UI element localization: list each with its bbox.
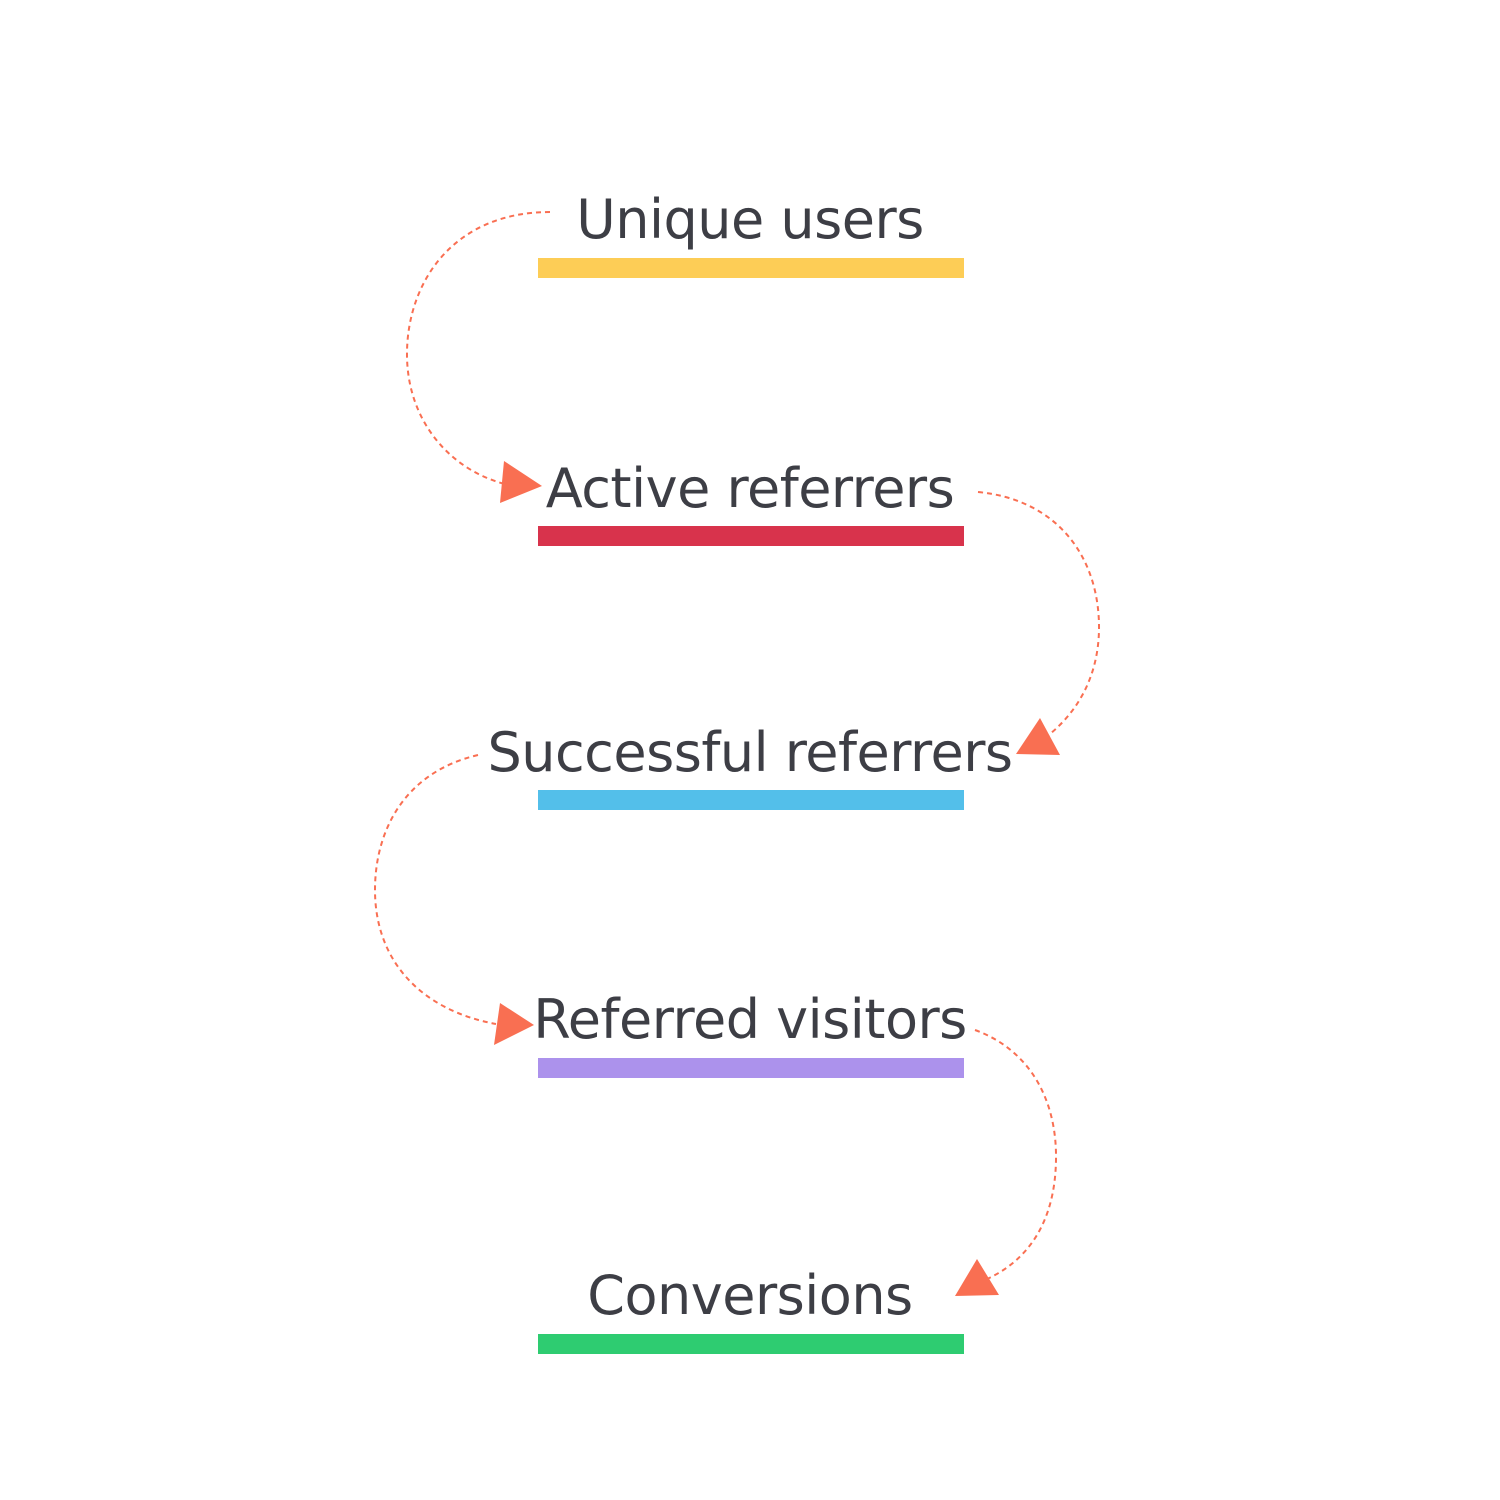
stage-bar-active-referrers	[538, 526, 964, 546]
arrowhead-2-to-3	[1016, 718, 1060, 755]
stage-bar-referred-visitors	[538, 1058, 964, 1078]
connector-3-to-4	[373, 754, 497, 1025]
stage-label-referred-visitors: Referred visitors	[533, 988, 967, 1051]
connector-1-to-2	[405, 211, 551, 485]
stage-bar-successful-referrers	[538, 790, 964, 810]
stage-label-unique-users: Unique users	[576, 188, 924, 251]
stage-bar-conversions	[538, 1334, 964, 1354]
stage-label-conversions: Conversions	[587, 1264, 913, 1327]
stage-bar-unique-users	[538, 258, 964, 278]
stage-label-successful-referrers: Successful referrers	[487, 721, 1013, 784]
connector-2-to-3	[977, 491, 1101, 739]
arrowhead-1-to-2	[500, 461, 542, 503]
arrowhead-3-to-4	[494, 1003, 534, 1045]
connector-4-to-5	[974, 1029, 1058, 1281]
stage-label-active-referrers: Active referrers	[545, 457, 955, 520]
arrowhead-4-to-5	[955, 1259, 999, 1296]
